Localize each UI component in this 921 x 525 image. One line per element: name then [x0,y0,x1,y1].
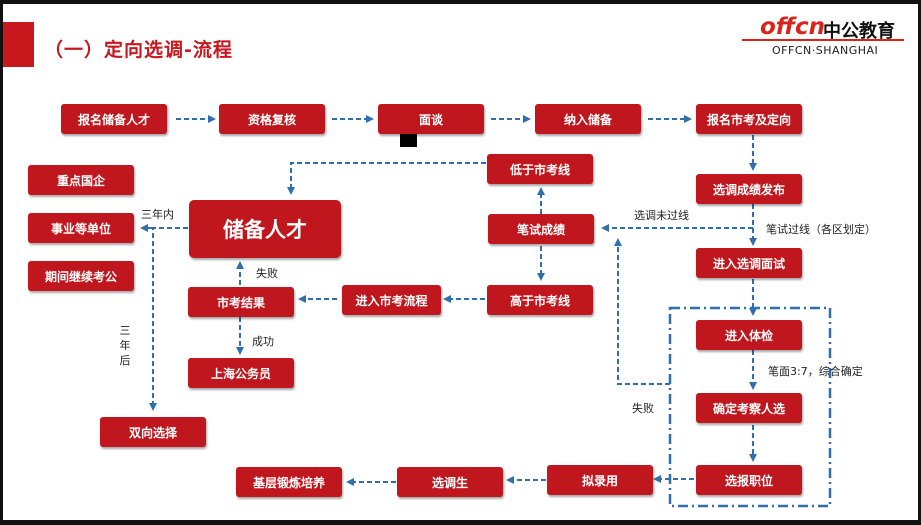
node-selection-interview: 进入选调面试 [696,248,802,278]
node-sh-civil-servant: 上海公务员 [188,358,294,388]
arrow-reserve-left [149,227,188,411]
node-key-soe: 重点国企 [28,165,134,195]
node-enter-exam-flow: 进入市考流程 [342,285,441,315]
node-interview: 面谈 [378,104,484,134]
node-physical: 进入体检 [696,320,802,350]
node-choose-post: 选报职位 [696,465,802,495]
label-fail-1: 失败 [256,267,278,280]
node-written-score: 笔试成绩 [488,214,594,244]
node-publish-score: 选调成绩发布 [696,174,802,204]
node-exam-result: 市考结果 [188,287,294,317]
node-reserve-talent: 储备人才 [189,200,341,258]
offcn-logo: offcn [760,14,825,40]
logo-chinese-name: 中公教育 [823,21,895,42]
label-ratio: 笔面3:7，综合确定 [768,365,863,378]
node-institutions: 事业等单位 [28,213,134,243]
label-success: 成功 [252,335,274,348]
final-stage-box [668,306,832,508]
node-two-way: 双向选择 [100,417,206,447]
label-three-years-in: 三年内 [141,208,174,221]
frame-bottom [0,520,921,525]
label-passed: 笔试过线（各区划定） [766,223,876,236]
slide-title: （一）定向选调-流程 [44,39,233,61]
logo-divider [742,39,904,41]
node-grassroots: 基层锻炼培养 [236,467,342,497]
node-above-line: 高于市考线 [487,285,593,315]
node-qualify: 资格复核 [219,104,325,134]
label-three-years-after: 三年后 [119,324,131,367]
frame-right [918,0,921,525]
label-fail-2: 失败 [632,402,654,415]
node-selected: 选调生 [397,467,503,497]
node-register-exam: 报名市考及定向 [696,104,802,134]
title-accent-bar [3,22,34,67]
arrow-fail-loop [614,238,670,385]
node-register: 报名储备人才 [61,104,167,134]
node-hire-plan: 拟录用 [547,465,653,495]
node-confirm-inspect: 确定考察人选 [696,393,802,423]
arrow-below-reserve [287,162,486,195]
node-continue-exam: 期间继续考公 [28,261,134,291]
label-not-passed: 选调未过线 [634,209,689,222]
frame-left [0,0,3,525]
frame-top [0,0,921,4]
redaction-square [400,130,417,147]
logo-english-name: OFFCN·SHANGHAI [772,44,879,57]
node-reserve-in: 纳入储备 [535,104,641,134]
node-below-line: 低于市考线 [487,154,593,184]
